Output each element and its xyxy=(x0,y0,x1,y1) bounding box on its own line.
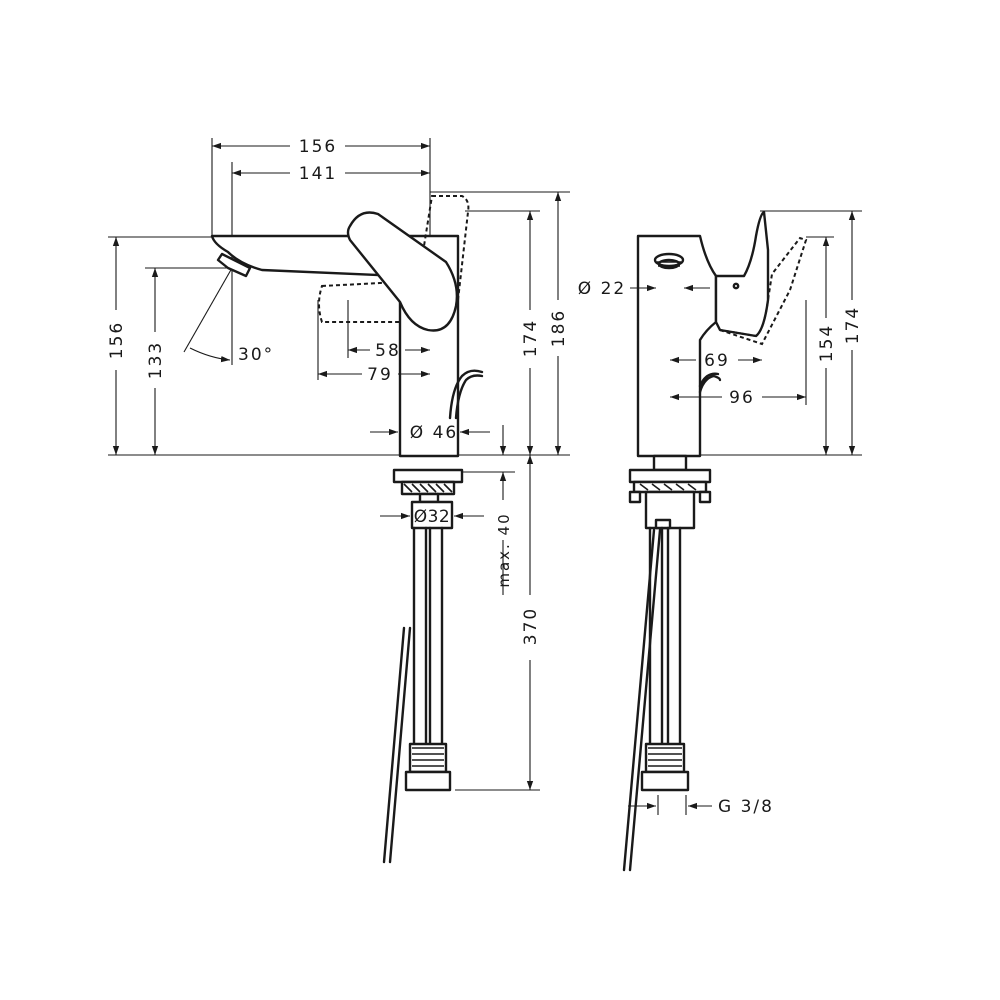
front-faucet-body xyxy=(622,210,808,872)
dim-lever-height: 154 xyxy=(817,324,837,362)
dim-front-total-height: 174 xyxy=(843,306,863,344)
dim-spout-reach: 141 xyxy=(299,164,337,184)
dim-max-thickness: max. 40 xyxy=(495,512,513,587)
dim-handle-offset-1: 58 xyxy=(375,341,401,361)
dim-handle-offset-2: 79 xyxy=(367,365,393,385)
front-dimension-lines xyxy=(628,211,856,810)
side-dimension-labels: 156 141 156 133 30° 58 79 Ø 46 174 186 Ø… xyxy=(107,137,569,645)
dim-tail-diameter: Ø32 xyxy=(414,507,451,527)
dim-body-height: 174 xyxy=(521,319,541,357)
side-view: 156 141 156 133 30° 58 79 Ø 46 174 186 Ø… xyxy=(107,137,570,864)
dim-body-diameter: Ø 46 xyxy=(410,423,458,443)
dim-lever-depth-2: 96 xyxy=(729,388,755,408)
dim-lever-depth-1: 69 xyxy=(704,351,730,371)
dim-connection-thread: G 3/8 xyxy=(718,797,774,817)
dim-hose-length: 370 xyxy=(521,607,541,645)
dim-spray-angle: 30° xyxy=(238,345,274,365)
dim-handle-height: 186 xyxy=(549,309,569,347)
dim-spout-length: 156 xyxy=(299,137,337,157)
front-view: Ø 22 69 96 154 174 G 3/8 xyxy=(578,210,863,872)
dim-aerator-diameter: Ø 22 xyxy=(578,279,626,299)
front-dimension-labels: Ø 22 69 96 154 174 G 3/8 xyxy=(578,279,863,817)
dim-total-height: 156 xyxy=(107,321,127,359)
side-faucet-body xyxy=(210,195,484,864)
dim-outlet-height: 133 xyxy=(146,341,166,379)
side-dimension-lines xyxy=(112,142,562,790)
